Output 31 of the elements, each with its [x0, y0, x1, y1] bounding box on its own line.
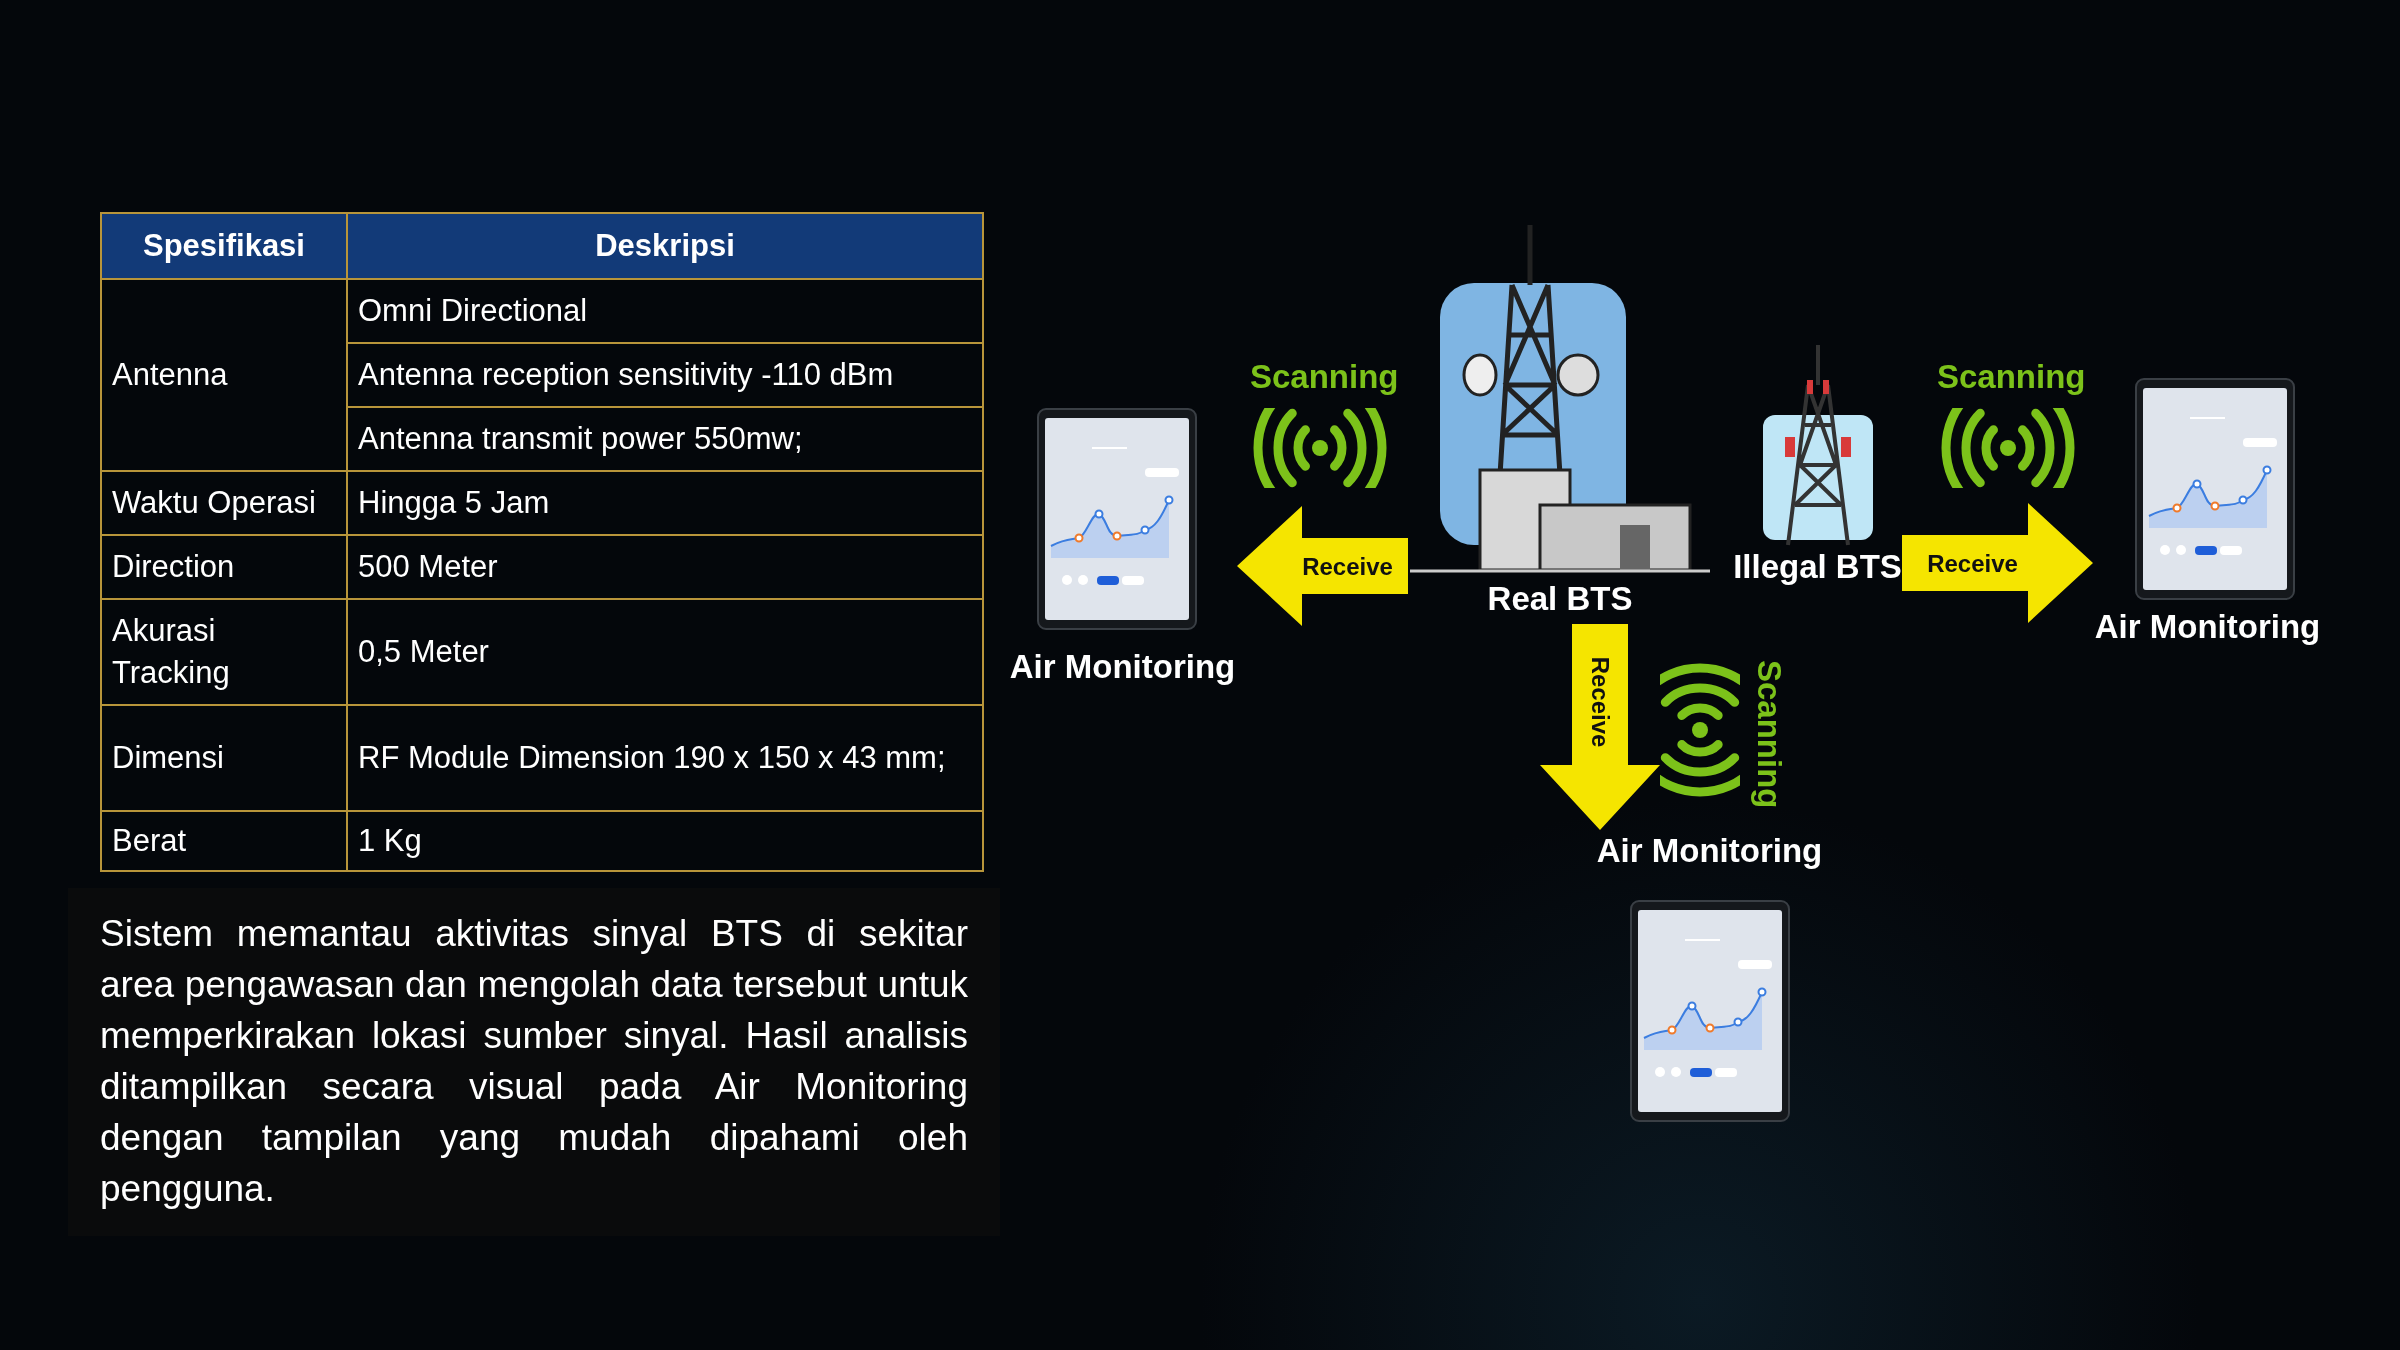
device-label: Real BTS: [1487, 580, 1633, 618]
table-cell: Antenna reception sensitivity -110 dBm: [347, 343, 983, 407]
table-cell: Antenna: [101, 279, 347, 471]
device-label: Air Monitoring: [1596, 832, 1823, 870]
table-cell: Hingga 5 Jam: [347, 471, 983, 535]
table-cell: Direction: [101, 535, 347, 599]
arrow: [1237, 506, 1408, 626]
table-cell: RF Module Dimension 190 x 150 x 43 mm;: [347, 705, 983, 811]
table-cell: 0,5 Meter: [347, 599, 983, 705]
table-header-cell: Spesifikasi: [101, 213, 347, 279]
signal-label: Scanning: [1750, 660, 1788, 809]
table-cell: Antenna transmit power 550mw;: [347, 407, 983, 471]
table-header-cell: Deskripsi: [347, 213, 983, 279]
device-label: Illegal BTS: [1733, 548, 1902, 586]
table-cell: 1 Kg: [347, 811, 983, 871]
device-label: Air Monitoring: [2094, 608, 2321, 646]
edge-label: Receive: [1586, 656, 1614, 748]
edge-label: Receive: [1927, 549, 2018, 577]
signal-label: Scanning: [1937, 358, 2086, 396]
edge-label: Receive: [1302, 552, 1393, 580]
table-cell: Berat: [101, 811, 347, 871]
device-label: Air Monitoring: [1009, 648, 1236, 686]
table-cell: 500 Meter: [347, 535, 983, 599]
signal-label: Scanning: [1250, 358, 1399, 396]
table-cell: Akurasi Tracking: [101, 599, 347, 705]
description-paragraph: Sistem memantau aktivitas sinyal BTS di sekitar area pengawasan dan mengolah data tersebut untuk memperkirakan lokasi sumber sinyal. Hasil analisis ditampilkan secara visual pada Air Monitoring dengan tampilan yang mudah dipahami oleh pengguna.: [100, 912, 968, 1211]
arrow: [1902, 503, 2093, 623]
table-cell: Dimensi: [101, 705, 347, 811]
table-cell: Waktu Operasi: [101, 471, 347, 535]
table-cell: Omni Directional: [347, 279, 983, 343]
arrow: [1540, 624, 1660, 830]
